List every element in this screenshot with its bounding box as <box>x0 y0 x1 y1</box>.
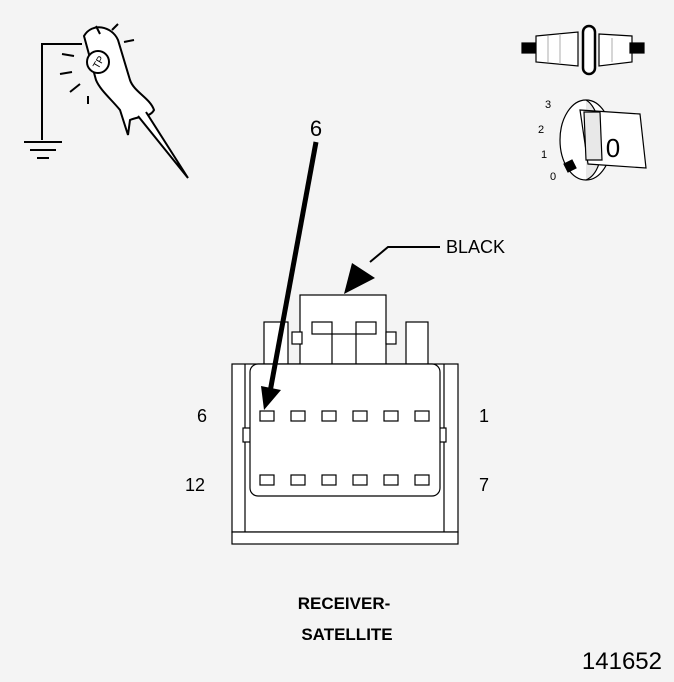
pin-label-bottom-left: 12 <box>185 475 205 495</box>
pin-cavity-4 <box>321 410 337 422</box>
ignition-key-position-label: 0 <box>606 133 620 163</box>
ignition-position-0: 0 <box>550 171 556 183</box>
pin-label-bottom-right: 7 <box>479 475 489 495</box>
wire-color-leader <box>344 246 440 294</box>
disconnected-connector-icon <box>521 24 645 76</box>
pin-cavity-10 <box>321 474 337 486</box>
figure-id: 141652 <box>582 648 662 675</box>
test-lamp-probe-icon: TP <box>24 23 189 179</box>
ignition-position-2: 2 <box>538 124 544 136</box>
pin-label-top-right: 1 <box>479 406 489 426</box>
component-name-line1: RECEIVER- <box>298 594 391 613</box>
pin-row-bottom <box>259 474 430 486</box>
pin-cavity-8 <box>383 474 399 486</box>
ignition-position-1: 1 <box>541 149 547 161</box>
component-name-line2: SATELLITE <box>301 625 392 644</box>
pin-cavity-7 <box>414 474 430 486</box>
ground-symbol-icon <box>24 141 62 159</box>
callout-pin-number: 6 <box>310 116 322 141</box>
pin-callout-arrow <box>261 141 319 410</box>
connector-face <box>231 294 459 545</box>
pin-cavity-12 <box>259 474 275 486</box>
wire-color-label: BLACK <box>446 237 505 257</box>
pin-cavity-1 <box>414 410 430 422</box>
pin-cavity-11 <box>290 474 306 486</box>
pin-cavity-2 <box>383 410 399 422</box>
pin-cavity-6 <box>259 410 275 422</box>
pin-cavity-5 <box>290 410 306 422</box>
pin-row-top <box>259 410 430 422</box>
pin-cavity-9 <box>352 474 368 486</box>
ignition-key-icon: 0 3 2 1 0 <box>538 99 647 183</box>
pin-cavity-3 <box>352 410 368 422</box>
ignition-position-3: 3 <box>545 99 551 111</box>
pin-label-top-left: 6 <box>197 406 207 426</box>
